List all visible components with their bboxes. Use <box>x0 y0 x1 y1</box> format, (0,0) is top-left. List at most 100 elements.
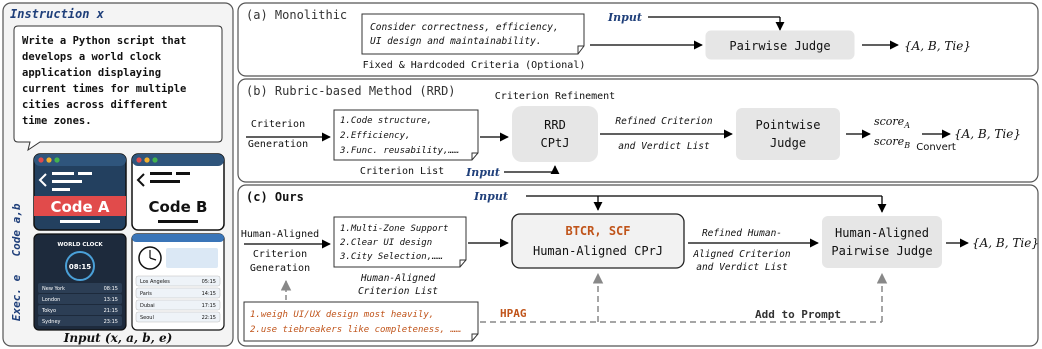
criteria-line: 3.City Selection,…… <box>339 252 443 262</box>
score-a-text: score <box>874 115 905 128</box>
criteria-caption-line: Human-Aligned <box>360 273 436 284</box>
section-c-output: {A, B, Tie} <box>972 236 1039 250</box>
generation-line: Human-Aligned <box>241 229 319 240</box>
exec-b-time: 17:15 <box>202 303 216 309</box>
exec-a-time: 13:15 <box>104 297 118 303</box>
exec-a-city: Sydney <box>42 319 61 325</box>
instruction-line: cities across different <box>22 99 167 111</box>
exec-b-city: Dubai <box>140 303 155 309</box>
criteria-line: 2.Clear UI design <box>340 238 432 248</box>
instruction-title: Instruction x <box>10 7 105 21</box>
criteria-line: 2.Efficiency, <box>340 131 410 141</box>
instruction-line: develops a world clock <box>22 51 162 63</box>
criteria-line: Consider correctness, efficiency, <box>370 22 559 33</box>
score-b-text: score <box>874 135 905 148</box>
section-a-criteria-caption: Fixed & Hardcoded Criteria (Optional) <box>363 60 586 71</box>
rrd-line: RRD <box>544 118 566 132</box>
score-a: scoreA <box>874 115 910 130</box>
refined-line: Aligned Criterion <box>692 249 791 260</box>
criteria-caption-line: Criterion List <box>358 286 438 297</box>
refined-line: Refined Human- <box>702 228 782 239</box>
section-b-title: (b) Rubric-based Method (RRD) <box>246 84 456 98</box>
input-caption: Input (x, a, b, e) <box>63 331 173 345</box>
convert-label: Convert <box>916 142 956 153</box>
exec-side-label: Exec. e <box>10 274 23 321</box>
section-b-criteria-caption: Criterion List <box>360 166 444 177</box>
exec-b-city: Los Angeles <box>140 279 170 285</box>
generation-line: Generation <box>250 263 310 274</box>
code-b-label: Code B <box>149 198 208 216</box>
section-c-criteria-note <box>333 216 467 268</box>
add-to-prompt-label: Add to Prompt <box>755 308 841 321</box>
exec-a-time: 23:15 <box>104 319 118 325</box>
code-b-window: Code B <box>131 153 225 231</box>
exec-b-time: 14:15 <box>202 291 216 297</box>
scores: scoreA scoreB <box>874 115 910 150</box>
human-aligned-pairwise-judge-box <box>822 216 942 268</box>
pointwise-judge-box <box>736 108 840 160</box>
section-b-input-label: Input <box>465 166 500 179</box>
generation-line: Criterion <box>251 119 305 130</box>
generation-line: Generation <box>248 139 308 150</box>
score-b-subscript: B <box>903 141 910 150</box>
hpag-line: 1.weigh UI/UX design most heavily, <box>250 310 434 320</box>
code-a-window: Code A <box>33 153 127 231</box>
hpag-line: 2.use tiebreakers like completeness, …… <box>250 325 461 335</box>
code-side-label: Code a,b <box>10 203 23 256</box>
section-b-output: {A, B, Tie} <box>954 127 1021 141</box>
pairwise-judge-box <box>705 30 855 60</box>
refined-line: and Verdict List <box>696 262 788 273</box>
instruction-line: current times for multiple <box>22 83 186 95</box>
section-a-output: {A, B, Tie} <box>904 39 971 53</box>
exec-b-time: 05:15 <box>202 279 216 285</box>
instruction-text: Write a Python script that develops a wo… <box>22 35 186 127</box>
hpag-label: HPAG <box>500 307 527 320</box>
section-c-title: (c) Ours <box>246 190 304 204</box>
section-c-ours: (c) Ours Input Human-Aligned Criterion G… <box>237 184 1039 347</box>
criteria-line: 1.Code structure, <box>340 116 432 126</box>
instruction-line: Write a Python script that <box>22 35 186 47</box>
input-panel: Instruction x Write a Python script that… <box>2 2 234 347</box>
section-b-rubric: (b) Rubric-based Method (RRD) Criterion … <box>237 78 1039 183</box>
rrd-line: CPtJ <box>541 136 570 150</box>
exec-a-city: London <box>42 297 60 303</box>
section-a-criteria-note <box>361 13 585 55</box>
exec-a-title: WORLD CLOCK <box>57 242 103 248</box>
exec-b-city: Seoul <box>140 315 154 321</box>
section-c-input-label: Input <box>473 190 508 203</box>
judge-line: Human-Aligned <box>835 226 929 240</box>
exec-a-city: New York <box>42 286 65 292</box>
instruction-line: application displaying <box>22 67 161 79</box>
refined-line: Refined Criterion <box>615 116 713 127</box>
score-b: scoreB <box>874 135 910 150</box>
pairwise-judge-label: Pairwise Judge <box>729 39 830 53</box>
criterion-refinement-caption: Criterion Refinement <box>495 91 615 102</box>
section-b-criteria-note <box>333 109 479 161</box>
hpag-note <box>243 301 479 342</box>
exec-a-time: 08:15 <box>104 286 118 292</box>
criteria-line: 3.Func. reusability,…… <box>339 146 459 156</box>
exec-a-center-time: 08:15 <box>69 263 91 271</box>
refined-line: and Verdict List <box>618 141 710 152</box>
exec-a-time: 21:15 <box>104 308 118 314</box>
section-a-monolithic: (a) Monolithic Consider correctness, eff… <box>237 2 1039 77</box>
pointwise-line: Judge <box>770 136 806 150</box>
section-a-title: (a) Monolithic <box>246 8 347 22</box>
code-a-label: Code A <box>50 198 109 216</box>
judge-line: Pairwise Judge <box>831 244 932 258</box>
cprj-label: Human-Aligned CPrJ <box>533 244 663 258</box>
score-a-subscript: A <box>903 121 910 130</box>
exec-b-time: 22:15 <box>202 315 216 321</box>
cprj-tag: BTCR, SCF <box>565 224 630 238</box>
section-a-input-label: Input <box>607 11 642 24</box>
exec-a-city: Tokyo <box>41 308 56 314</box>
exec-b-screenshot: Los Angeles 05:15 Paris 14:15 Dubai 17:1… <box>131 233 225 331</box>
instruction-bubble <box>13 25 223 152</box>
generation-line: Criterion <box>253 249 307 260</box>
instruction-line: time zones. <box>22 115 92 127</box>
exec-a-screenshot: WORLD CLOCK 08:15 New York 08:15 London … <box>33 233 127 331</box>
human-aligned-cprj-box <box>511 213 685 269</box>
exec-b-city: Paris <box>140 291 152 297</box>
pointwise-line: Pointwise <box>755 118 820 132</box>
